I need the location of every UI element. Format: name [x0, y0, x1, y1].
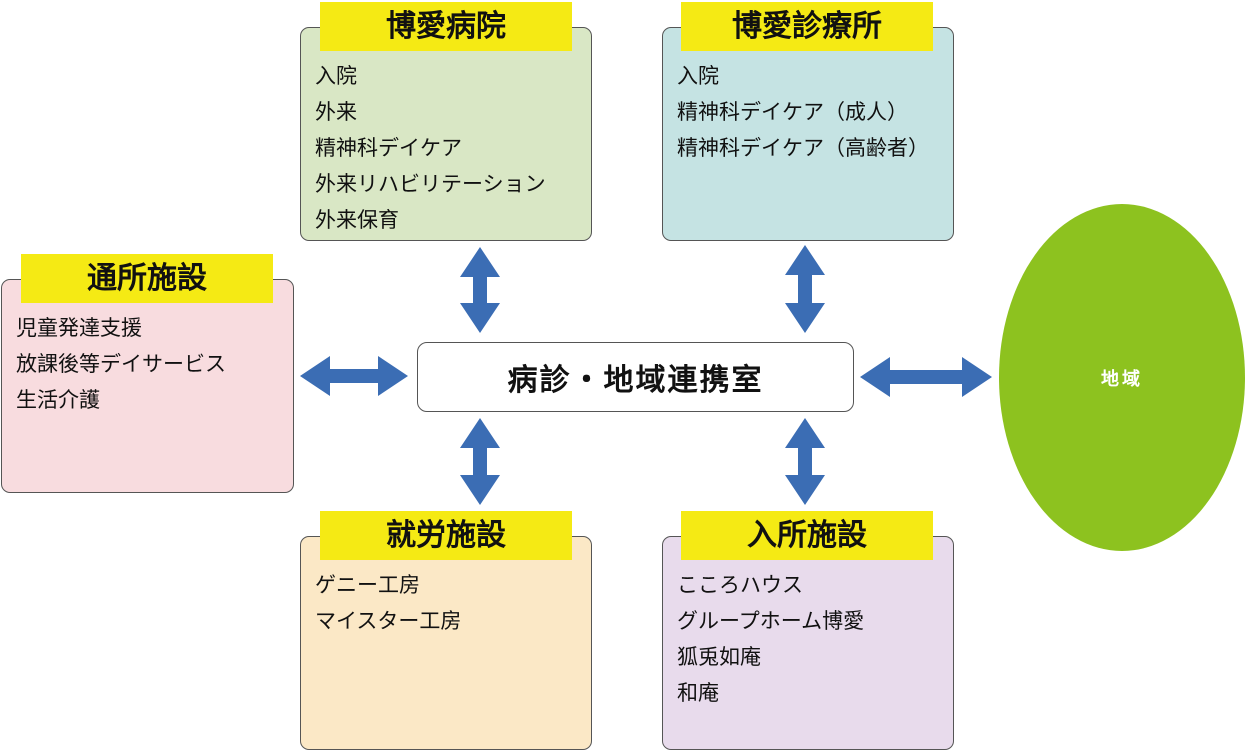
list-item: 児童発達支援 — [16, 316, 142, 340]
arrow-center-work — [460, 418, 500, 505]
daycare-box: 児童発達支援 放課後等デイサービス 生活介護 — [1, 279, 294, 493]
center-box: 病診・地域連携室 — [417, 342, 854, 412]
list-item: グループホーム博愛 — [677, 609, 865, 633]
list-item: 精神科デイケア — [315, 136, 462, 160]
daycare-item-list: 児童発達支援 放課後等デイサービス 生活介護 — [16, 310, 226, 418]
list-item: 外来 — [315, 100, 357, 124]
list-item: 放課後等デイサービス — [16, 352, 226, 376]
region-ellipse: 地域 — [999, 204, 1245, 551]
list-item: 生活介護 — [16, 388, 100, 412]
hospital-item-list: 入院 外来 精神科デイケア 外来リハビリテーション 外来保育 — [315, 58, 546, 238]
clinic-item-list: 入院 精神科デイケア（成人） 精神科デイケア（高齢者） — [677, 58, 929, 166]
arrow-center-hospital — [460, 247, 500, 333]
center-label: 病診・地域連携室 — [507, 363, 764, 398]
hospital-title: 博愛病院 — [320, 2, 572, 51]
list-item: 外来保育 — [315, 208, 399, 232]
list-item: 狐兎如庵 — [677, 645, 761, 669]
clinic-box: 入院 精神科デイケア（成人） 精神科デイケア（高齢者） — [662, 27, 954, 241]
list-item: こころハウス — [677, 573, 803, 597]
work-title: 就労施設 — [320, 511, 572, 560]
region-label: 地域 — [1101, 368, 1143, 390]
resident-item-list: こころハウス グループホーム博愛 狐兎如庵 和庵 — [677, 567, 864, 711]
list-item: 外来リハビリテーション — [315, 172, 546, 196]
arrow-center-daycare — [300, 356, 408, 396]
list-item: 精神科デイケア（高齢者） — [677, 136, 929, 160]
work-box: ゲニー工房 マイスター工房 — [300, 536, 592, 750]
arrow-center-region — [860, 357, 992, 397]
list-item: ゲニー工房 — [315, 573, 420, 597]
list-item: 入院 — [315, 64, 357, 88]
resident-title: 入所施設 — [681, 511, 933, 560]
resident-box: こころハウス グループホーム博愛 狐兎如庵 和庵 — [662, 536, 954, 750]
list-item: 精神科デイケア（成人） — [677, 100, 908, 124]
list-item: 入院 — [677, 64, 719, 88]
work-item-list: ゲニー工房 マイスター工房 — [315, 567, 461, 639]
hospital-box: 入院 外来 精神科デイケア 外来リハビリテーション 外来保育 — [300, 27, 592, 241]
list-item: マイスター工房 — [315, 609, 462, 633]
list-item: 和庵 — [677, 681, 719, 705]
daycare-title: 通所施設 — [21, 254, 273, 303]
arrow-center-clinic — [785, 245, 825, 333]
arrow-center-resident — [785, 418, 825, 505]
clinic-title: 博愛診療所 — [681, 2, 933, 51]
